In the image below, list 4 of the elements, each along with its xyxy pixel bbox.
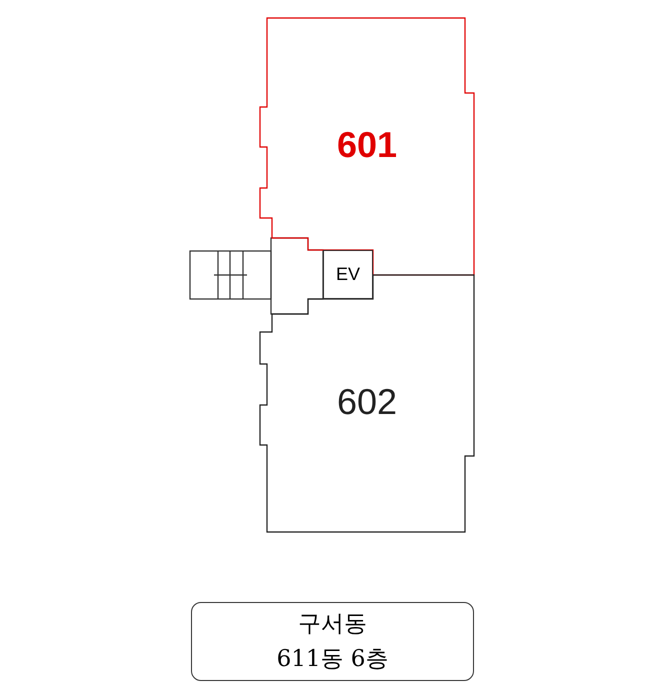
unit-number: 601 bbox=[336, 127, 398, 163]
elevator-box: EV bbox=[323, 250, 373, 299]
unit-number: 602 bbox=[336, 384, 398, 420]
caption-box: 구서동 611동 6층 bbox=[191, 602, 474, 681]
